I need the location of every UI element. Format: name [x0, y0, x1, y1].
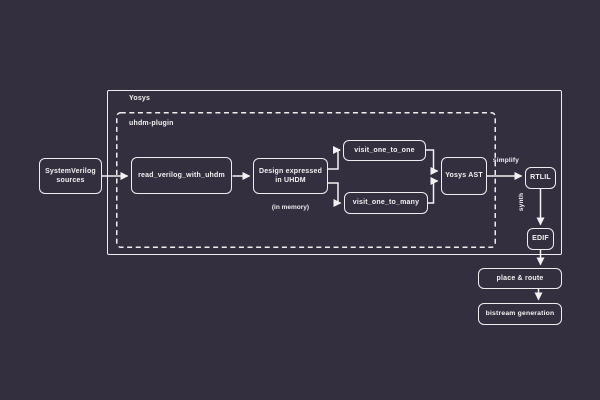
node-visit-one-to-many: visit_one_to_many — [344, 192, 428, 214]
node-rtlil: RTLIL — [525, 167, 556, 189]
node-yosys-ast: Yosys AST — [441, 157, 487, 195]
node-label: visit_one_to_one — [354, 146, 415, 154]
node-bistream-generation: bistream generation — [478, 303, 562, 325]
edge-design-to-visit-one-to-one — [328, 145, 342, 170]
node-label: RTLIL — [530, 174, 551, 182]
node-place-and-route: place & route — [478, 268, 562, 289]
yosys-container-label: Yosys — [129, 95, 151, 102]
node-label: visit_one_to_many — [352, 199, 420, 207]
node-edif: EDIF — [527, 228, 554, 250]
in-memory-note: (in memory) — [271, 204, 310, 211]
node-label: read_verilog_with_uhdm — [138, 171, 225, 179]
node-label: Design expressed — [258, 167, 323, 175]
synth-edge-label: synth — [518, 192, 525, 212]
uhdm-plugin-container-label: uhdm-plugin — [129, 120, 174, 127]
node-label: Yosys AST — [445, 172, 483, 180]
edge-design-to-visit-one-to-many — [328, 182, 342, 208]
yosys-container — [107, 90, 562, 255]
node-label: sources — [56, 177, 85, 184]
node-design-expressed-in-uhdm: Design expressed in UHDM — [253, 158, 328, 194]
node-label: in UHDM — [275, 177, 306, 184]
simplify-edge-label: simplify — [492, 157, 520, 164]
node-visit-one-to-one: visit_one_to_one — [343, 140, 426, 161]
node-label: SystemVerilog — [45, 167, 96, 175]
node-label: EDIF — [532, 235, 549, 243]
node-label: bistream generation — [485, 310, 555, 318]
node-label: place & route — [496, 274, 544, 282]
edge-visit-one-to-many-to-yosys-ast — [428, 176, 439, 204]
uhdm-plugin-container-border — [116, 112, 496, 248]
node-systemverilog-sources: SystemVerilog sources — [39, 158, 102, 194]
edge-visit-one-to-one-to-yosys-ast — [426, 149, 439, 176]
node-read-verilog-with-uhdm: read_verilog_with_uhdm — [131, 157, 232, 194]
